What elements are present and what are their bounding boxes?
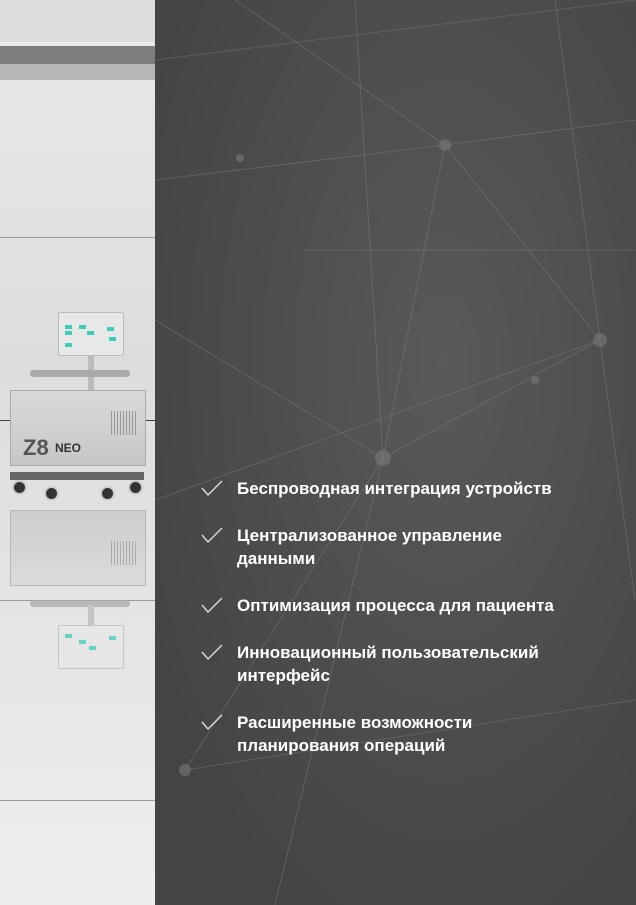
feature-item: Беспроводная интеграция устройств (200, 477, 620, 500)
feature-text: Оптимизация процесса для пациента (237, 596, 554, 615)
feature-text: интерфейс (237, 666, 330, 685)
feature-text: Беспроводная интеграция устройств (237, 479, 552, 498)
feature-text: Расширенные возможности (237, 713, 473, 732)
brand-logo: Z8 (23, 435, 49, 460)
device-reflection (0, 500, 155, 680)
check-icon (201, 644, 223, 661)
feature-text: данными (237, 549, 316, 568)
device-body: Z8 NEO (10, 390, 146, 466)
check-icon (201, 527, 223, 544)
check-icon (201, 480, 223, 497)
device-monitor (58, 312, 124, 356)
feature-text: Инновационный пользовательский (237, 643, 539, 662)
device-z8-neo: Z8 NEO (0, 300, 155, 501)
wall-line (0, 237, 155, 238)
product-image: Z8 NEO (0, 0, 155, 905)
feature-item: Оптимизация процесса для пациента (200, 594, 620, 617)
features-panel (155, 0, 636, 905)
check-icon (201, 597, 223, 614)
ceiling (0, 0, 155, 42)
ceiling-panel (0, 64, 155, 80)
feature-item: Расширенные возможности планирования опе… (200, 711, 620, 757)
network-background (155, 0, 636, 905)
feature-list: Беспроводная интеграция устройств Центра… (200, 477, 620, 781)
feature-text: планирования операций (237, 736, 446, 755)
check-icon (201, 714, 223, 731)
feature-item: Централизованное управление данными (200, 524, 620, 570)
feature-text: Централизованное управление (237, 526, 502, 545)
model-logo: NEO (55, 441, 82, 455)
ceiling-beam (0, 46, 155, 64)
wall-line (0, 800, 155, 801)
feature-item: Инновационный пользовательский интерфейс (200, 641, 620, 687)
